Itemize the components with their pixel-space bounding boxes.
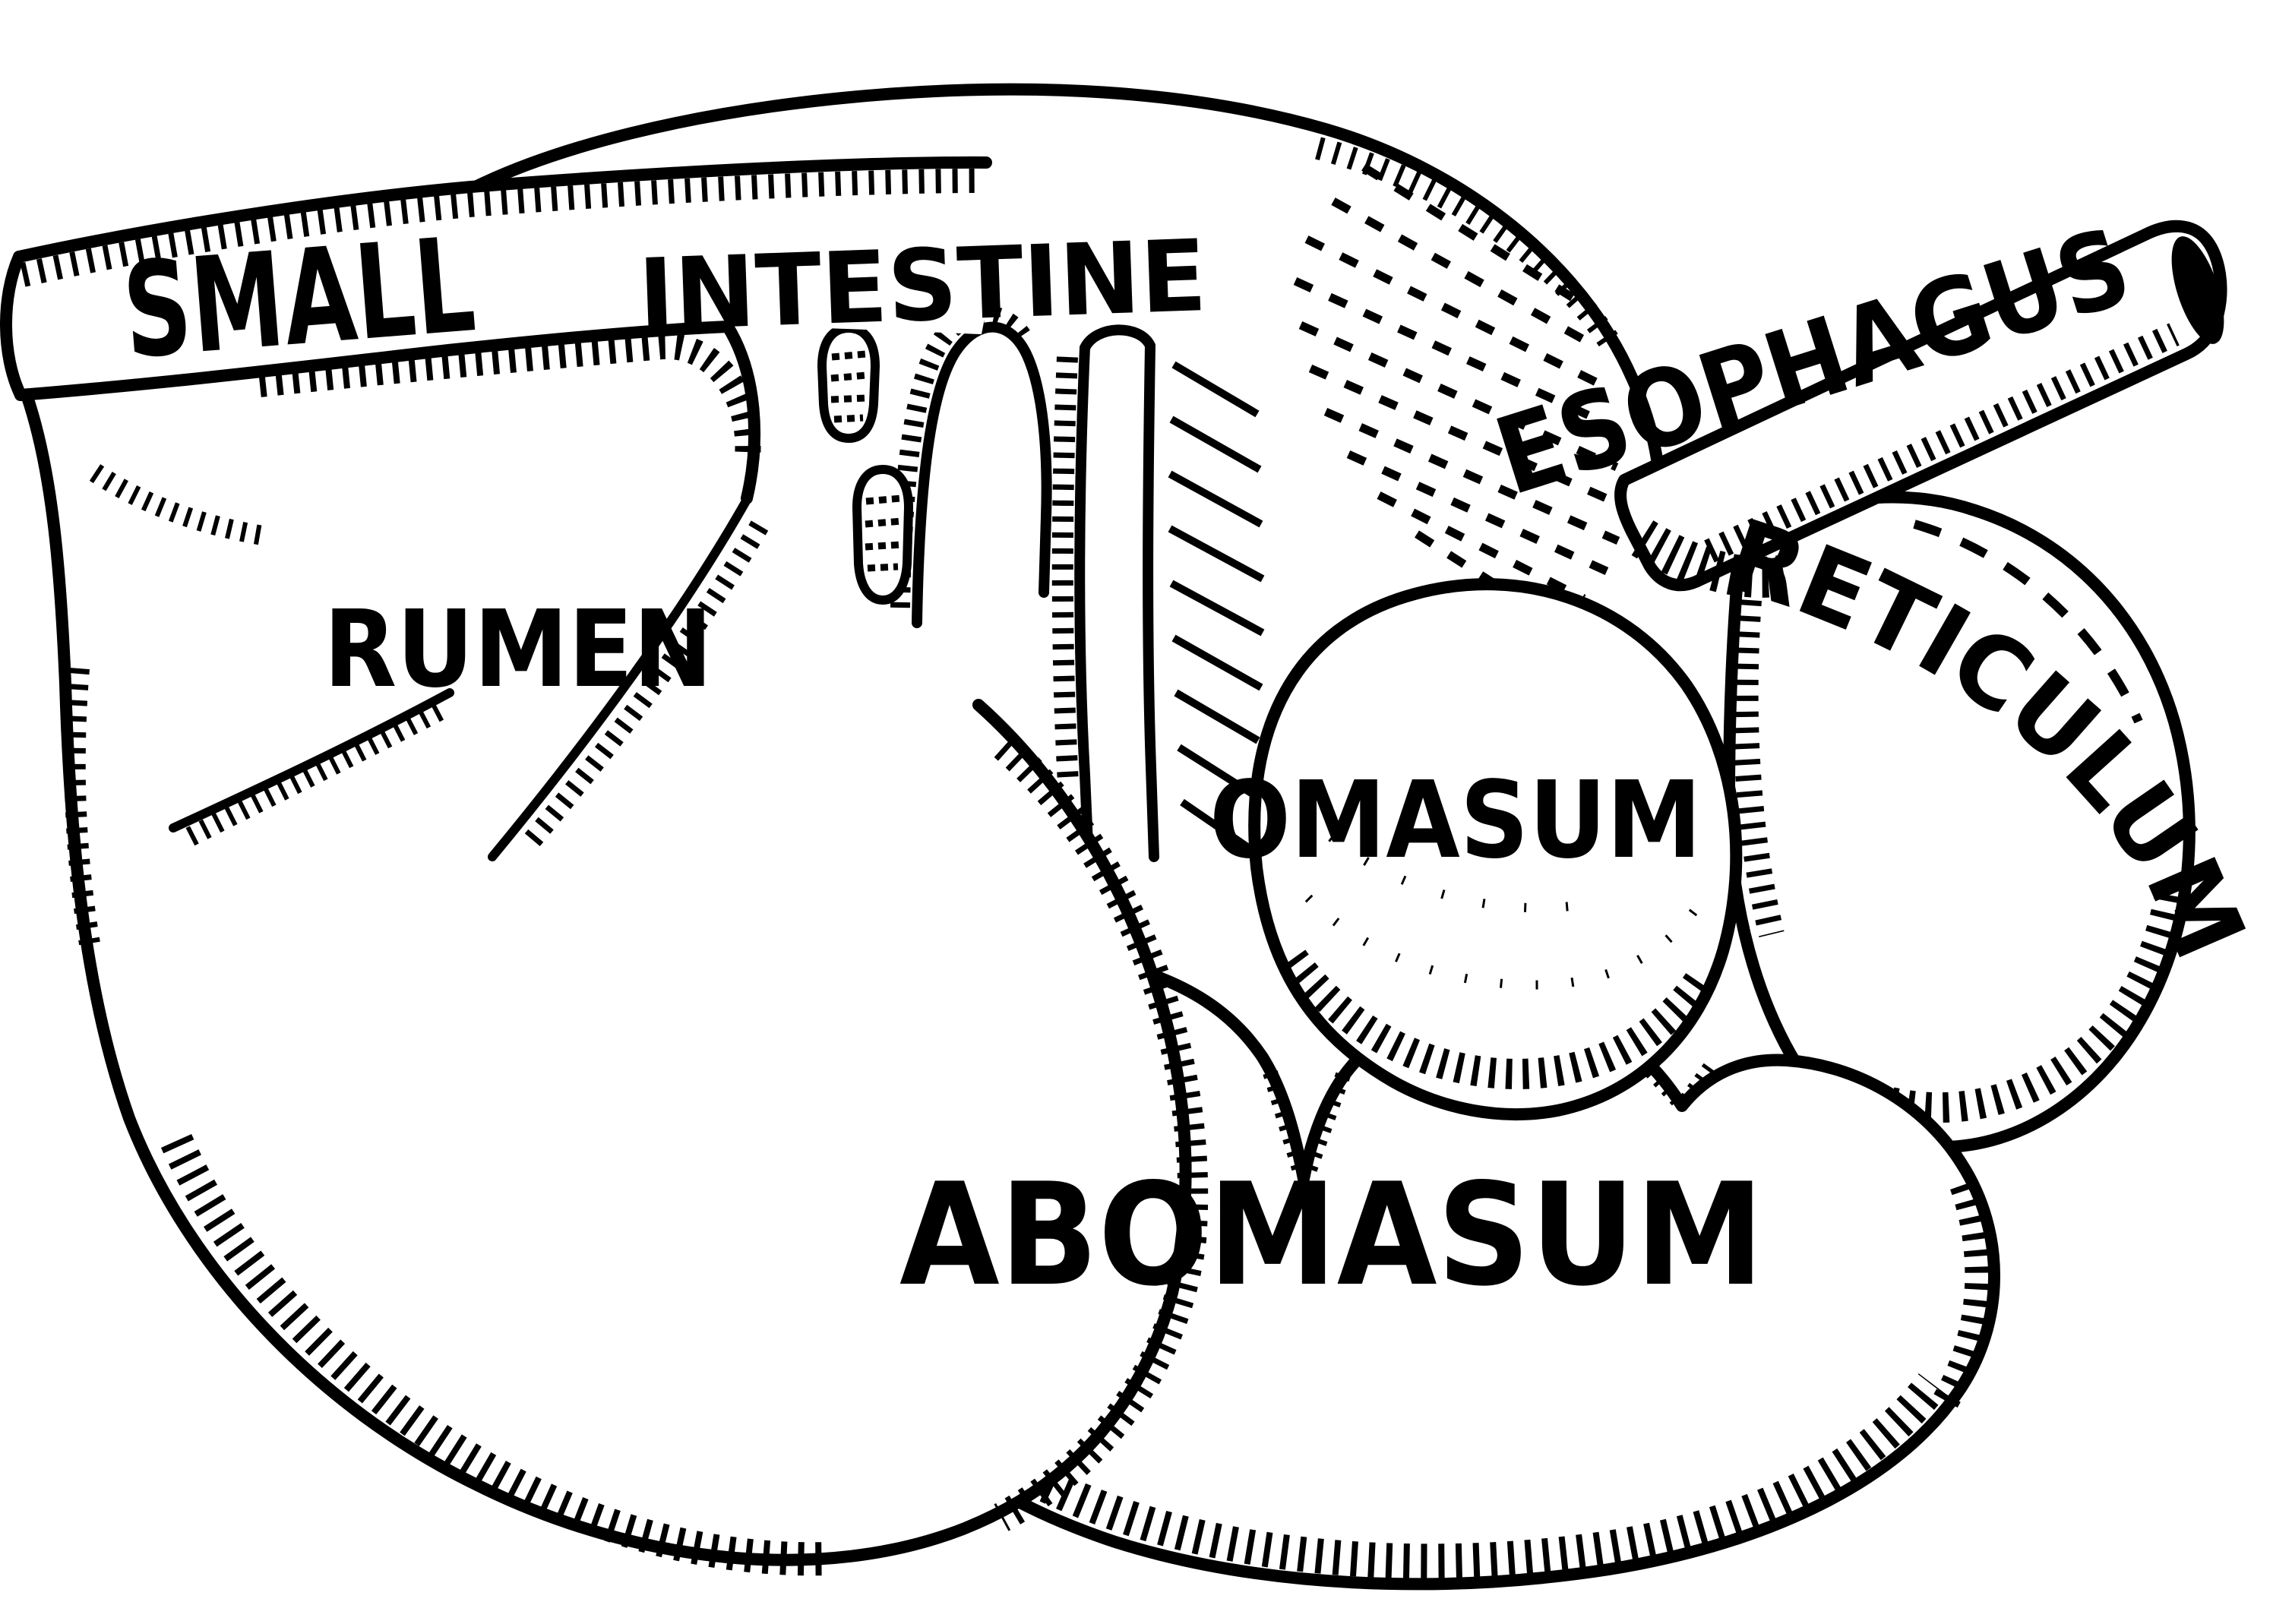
grooved-pod-upper [817,324,880,443]
small-intestine-end-cap [0,251,27,401]
shading-dash-line [1323,407,1620,545]
herringbone-shading [1168,361,1265,851]
herringbone-hatch-line [1169,580,1265,637]
reticulum-top-dash-edge [1913,520,2143,724]
shading-dash-line [1346,450,1609,576]
label-small-intestine-word2: INTESTINE [637,218,1209,353]
herringbone-hatch-line [1171,634,1263,691]
omasum-dot-arc [1328,833,1606,913]
small-intestine-bottom-edge [14,321,761,504]
herringbone-hatch-line [1180,798,1250,851]
shading-dash-line [1331,197,1590,346]
pod-outline [852,465,913,605]
rumen-atrium-crease [169,688,454,833]
junction-pillar-hatch [1301,1072,1351,1177]
duodenal-loop-outline [912,321,1052,628]
shading-dash-line [1308,364,1624,510]
small-intestine-top-edge [13,156,992,263]
shading-dash-line [1361,163,1579,304]
omasum [1248,578,1743,1121]
descending-groove-left-line [1074,343,1094,867]
pod-ridge [831,350,867,361]
pod-ridge [865,517,903,528]
rumen-bottom-hatch [160,1134,830,1576]
rumen-groove-hatch [518,520,769,855]
under-tube-hatch [89,464,270,546]
label-rumen: RUMEN [324,588,713,712]
omasum-outline [1248,578,1743,1121]
rumen-body-fill [27,395,1186,1560]
herringbone-hatch-line [1171,361,1260,418]
small-intestine-bottom-hatch [258,333,761,459]
dorsal-sac-edge-hatch [1315,137,1622,352]
omasum-bottom-hatch [1280,949,1712,1089]
pod-ridge [830,394,867,403]
rumen-left-edge-hatch [64,667,100,946]
herringbone-hatch-line [1174,689,1260,744]
small-intestine-top-hatch [20,169,984,287]
pod-ridge [867,563,899,572]
herringbone-hatch-line [1168,525,1265,583]
descending-groove-cap [1080,324,1155,353]
esophagus-tube [1614,220,2227,598]
pod-ridge [833,414,864,423]
pod-ridge [865,494,902,505]
rumen-dorsal-sac [446,83,1667,867]
junction-pillar-hatch [1263,1070,1308,1176]
descending-groove-right-line [1143,340,1159,862]
rumen-body [21,389,1209,1576]
label-omasum: OMASUM [1209,759,1702,883]
rumen-longitudinal-groove [488,495,751,861]
grooved-pod-lower [852,465,913,605]
descending-groove-hatch [1051,356,1079,783]
reticular-groove-hatch [1631,520,1794,598]
pod-ridge [830,371,868,382]
label-small-intestine-word1: SMALL [118,208,479,388]
shading-dash-line [1304,235,1601,387]
label-abomasum: ABOMASUM [899,1152,1764,1317]
reticulum-left-hatch [1732,599,1785,938]
small-intestine-tube [0,156,994,504]
pod-ridge [865,541,902,551]
herringbone-hatch-line [1168,470,1263,528]
esophagus-opening [2171,236,2224,344]
shading-dash-line [1377,491,1586,602]
herringbone-hatch-line [1177,744,1256,798]
junction-pillar-hatch [1677,1063,1715,1107]
herringbone-hatch-line [1169,415,1262,473]
dorsal-sac-shading [1293,163,1624,623]
esophagus-lower-hatch [1704,323,2180,563]
dorsal-sac-outline [446,83,1667,539]
